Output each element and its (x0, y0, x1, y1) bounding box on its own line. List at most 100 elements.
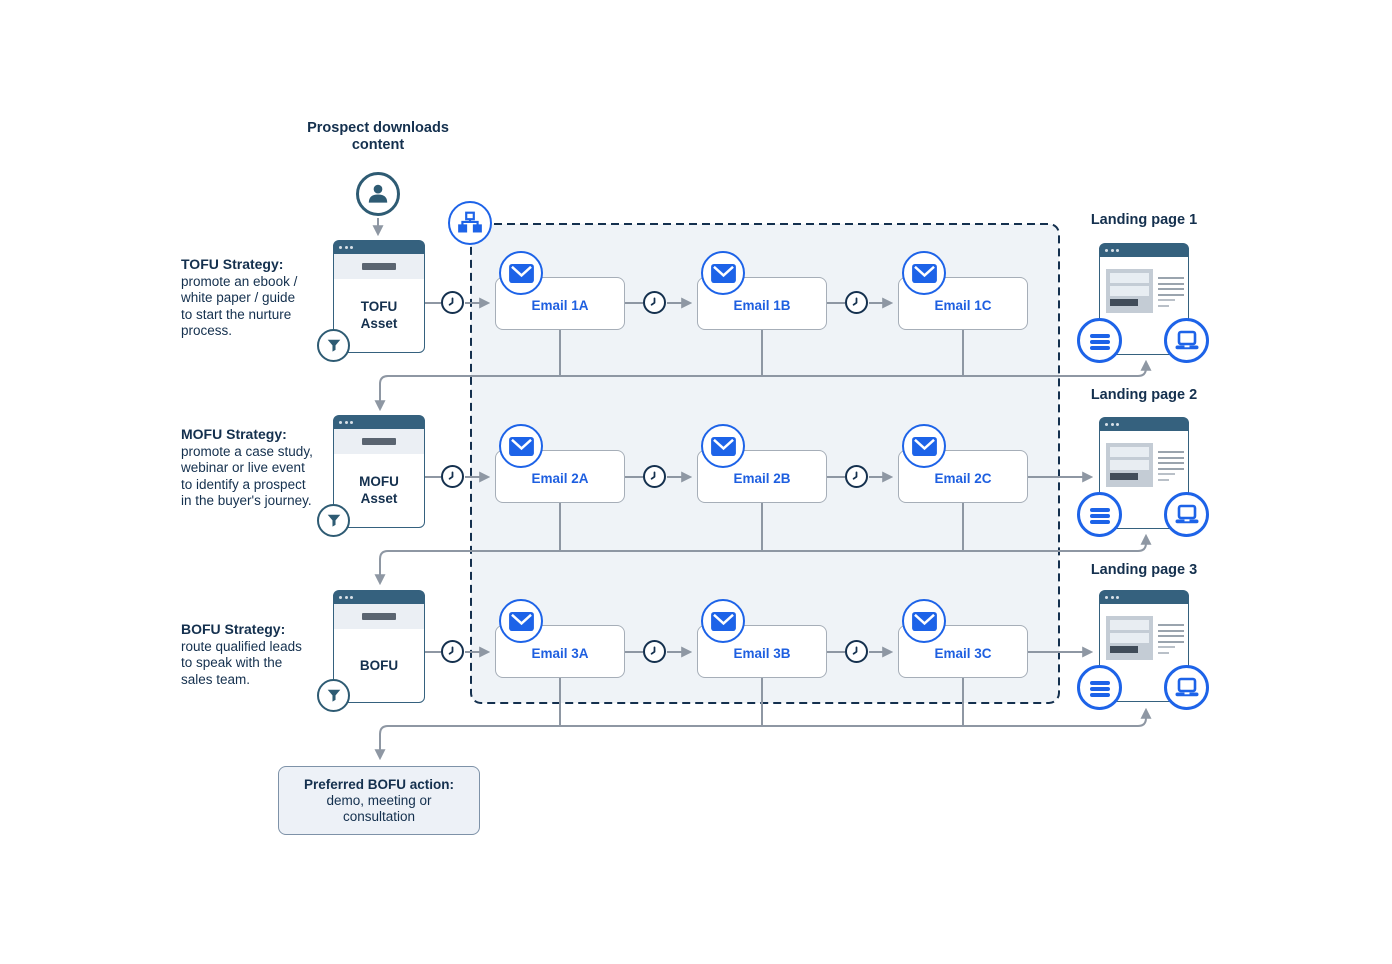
strategy-heading: MOFU Strategy: (181, 426, 287, 442)
person-icon (356, 172, 400, 216)
window-dots-icon (339, 421, 342, 424)
email-label: Email 3A (531, 645, 589, 661)
laptop-icon (1164, 665, 1209, 710)
strategy-body: promote an ebook / white paper / guide t… (181, 273, 298, 339)
delay-clock-icon (845, 640, 868, 663)
envelope-icon (499, 599, 543, 643)
asset-window-bofu: BOFU (317, 590, 425, 712)
automation-sitemap-icon (448, 201, 492, 245)
form-mockup (1106, 443, 1153, 487)
laptop-icon (1164, 318, 1209, 363)
delay-clock-icon (441, 291, 464, 314)
window-header (334, 591, 424, 604)
email-label: Email 3B (733, 645, 791, 661)
delay-clock-icon (643, 291, 666, 314)
asset-window-tofu: TOFU Asset (317, 240, 425, 362)
delay-clock-icon (643, 640, 666, 663)
funnel-filter-icon (317, 329, 350, 362)
delay-clock-icon (441, 640, 464, 663)
window-header (1100, 591, 1188, 604)
hamburger-menu-icon (1077, 665, 1122, 710)
text-lines-mockup (1158, 451, 1184, 484)
window-toolbar (334, 429, 424, 454)
landing-page-label: Landing page 2 (1090, 387, 1198, 403)
envelope-icon (499, 424, 543, 468)
form-button-mockup (1110, 646, 1138, 653)
delay-clock-icon (643, 465, 666, 488)
landing-page-label: Landing page 3 (1090, 562, 1198, 578)
window-dots-icon (1105, 423, 1108, 426)
landing-page-label: Landing page 1 (1090, 212, 1198, 228)
form-button-mockup (1110, 473, 1138, 480)
window-dots-icon (1105, 249, 1108, 252)
window-header (1100, 418, 1188, 431)
strategy-body: promote a case study, webinar or live ev… (181, 443, 313, 509)
delay-clock-icon (441, 465, 464, 488)
toolbar-bar (362, 438, 396, 445)
strategy-body: route qualified leads to speak with the … (181, 638, 302, 687)
delay-clock-icon (845, 291, 868, 314)
email-label: Email 1A (531, 297, 589, 313)
hamburger-menu-icon (1077, 492, 1122, 537)
strategy-heading: BOFU Strategy: (181, 621, 286, 637)
email-node-1a: Email 1A (495, 251, 625, 330)
email-node-3a: Email 3A (495, 599, 625, 678)
toolbar-bar (362, 263, 396, 270)
envelope-icon (499, 251, 543, 295)
envelope-icon (902, 599, 946, 643)
email-label: Email 2B (733, 470, 791, 486)
strategy-block-tofu: TOFU Strategy: promote an ebook / white … (181, 256, 309, 340)
window-toolbar (334, 604, 424, 629)
strategy-heading: TOFU Strategy: (181, 256, 284, 272)
strategy-block-bofu: BOFU Strategy: route qualified leads to … (181, 621, 311, 688)
strategy-block-mofu: MOFU Strategy: promote a case study, web… (181, 426, 315, 510)
connector-lines (372, 218, 1152, 761)
email-node-2c: Email 2C (898, 424, 1028, 503)
asset-label: MOFU Asset (359, 474, 399, 506)
email-node-2b: Email 2B (697, 424, 827, 503)
landing-page-3 (1077, 590, 1209, 710)
asset-label: TOFU Asset (360, 299, 398, 331)
envelope-icon (701, 424, 745, 468)
text-lines-mockup (1158, 624, 1184, 657)
envelope-icon (902, 424, 946, 468)
email-label: Email 1C (934, 297, 992, 313)
asset-window-mofu: MOFU Asset (317, 415, 425, 537)
landing-page-1 (1077, 243, 1209, 363)
preferred-action-box: Preferred BOFU action: demo, meeting or … (278, 766, 480, 835)
email-node-3b: Email 3B (697, 599, 827, 678)
toolbar-bar (362, 613, 396, 620)
email-node-2a: Email 2A (495, 424, 625, 503)
email-label: Email 1B (733, 297, 791, 313)
window-dots-icon (1105, 596, 1108, 599)
hamburger-menu-icon (1077, 318, 1122, 363)
window-dots-icon (339, 596, 342, 599)
email-label: Email 2A (531, 470, 589, 486)
window-header (334, 416, 424, 429)
action-body: demo, meeting or consultation (326, 793, 432, 824)
email-label: Email 3C (934, 645, 992, 661)
window-header (1100, 244, 1188, 257)
action-heading: Preferred BOFU action: (303, 777, 455, 792)
email-label: Email 2C (934, 470, 992, 486)
window-header (334, 241, 424, 254)
envelope-icon (701, 251, 745, 295)
email-node-3c: Email 3C (898, 599, 1028, 678)
email-node-1c: Email 1C (898, 251, 1028, 330)
email-node-1b: Email 1B (697, 251, 827, 330)
envelope-icon (902, 251, 946, 295)
funnel-filter-icon (317, 504, 350, 537)
laptop-icon (1164, 492, 1209, 537)
form-mockup (1106, 616, 1153, 660)
envelope-icon (701, 599, 745, 643)
window-toolbar (334, 254, 424, 279)
asset-label: BOFU (359, 657, 399, 673)
landing-page-2 (1077, 417, 1209, 537)
delay-clock-icon (845, 465, 868, 488)
window-dots-icon (339, 246, 342, 249)
text-lines-mockup (1158, 277, 1184, 310)
form-mockup (1106, 269, 1153, 313)
flow-title: Prospect downloads content (307, 120, 449, 153)
form-button-mockup (1110, 299, 1138, 306)
